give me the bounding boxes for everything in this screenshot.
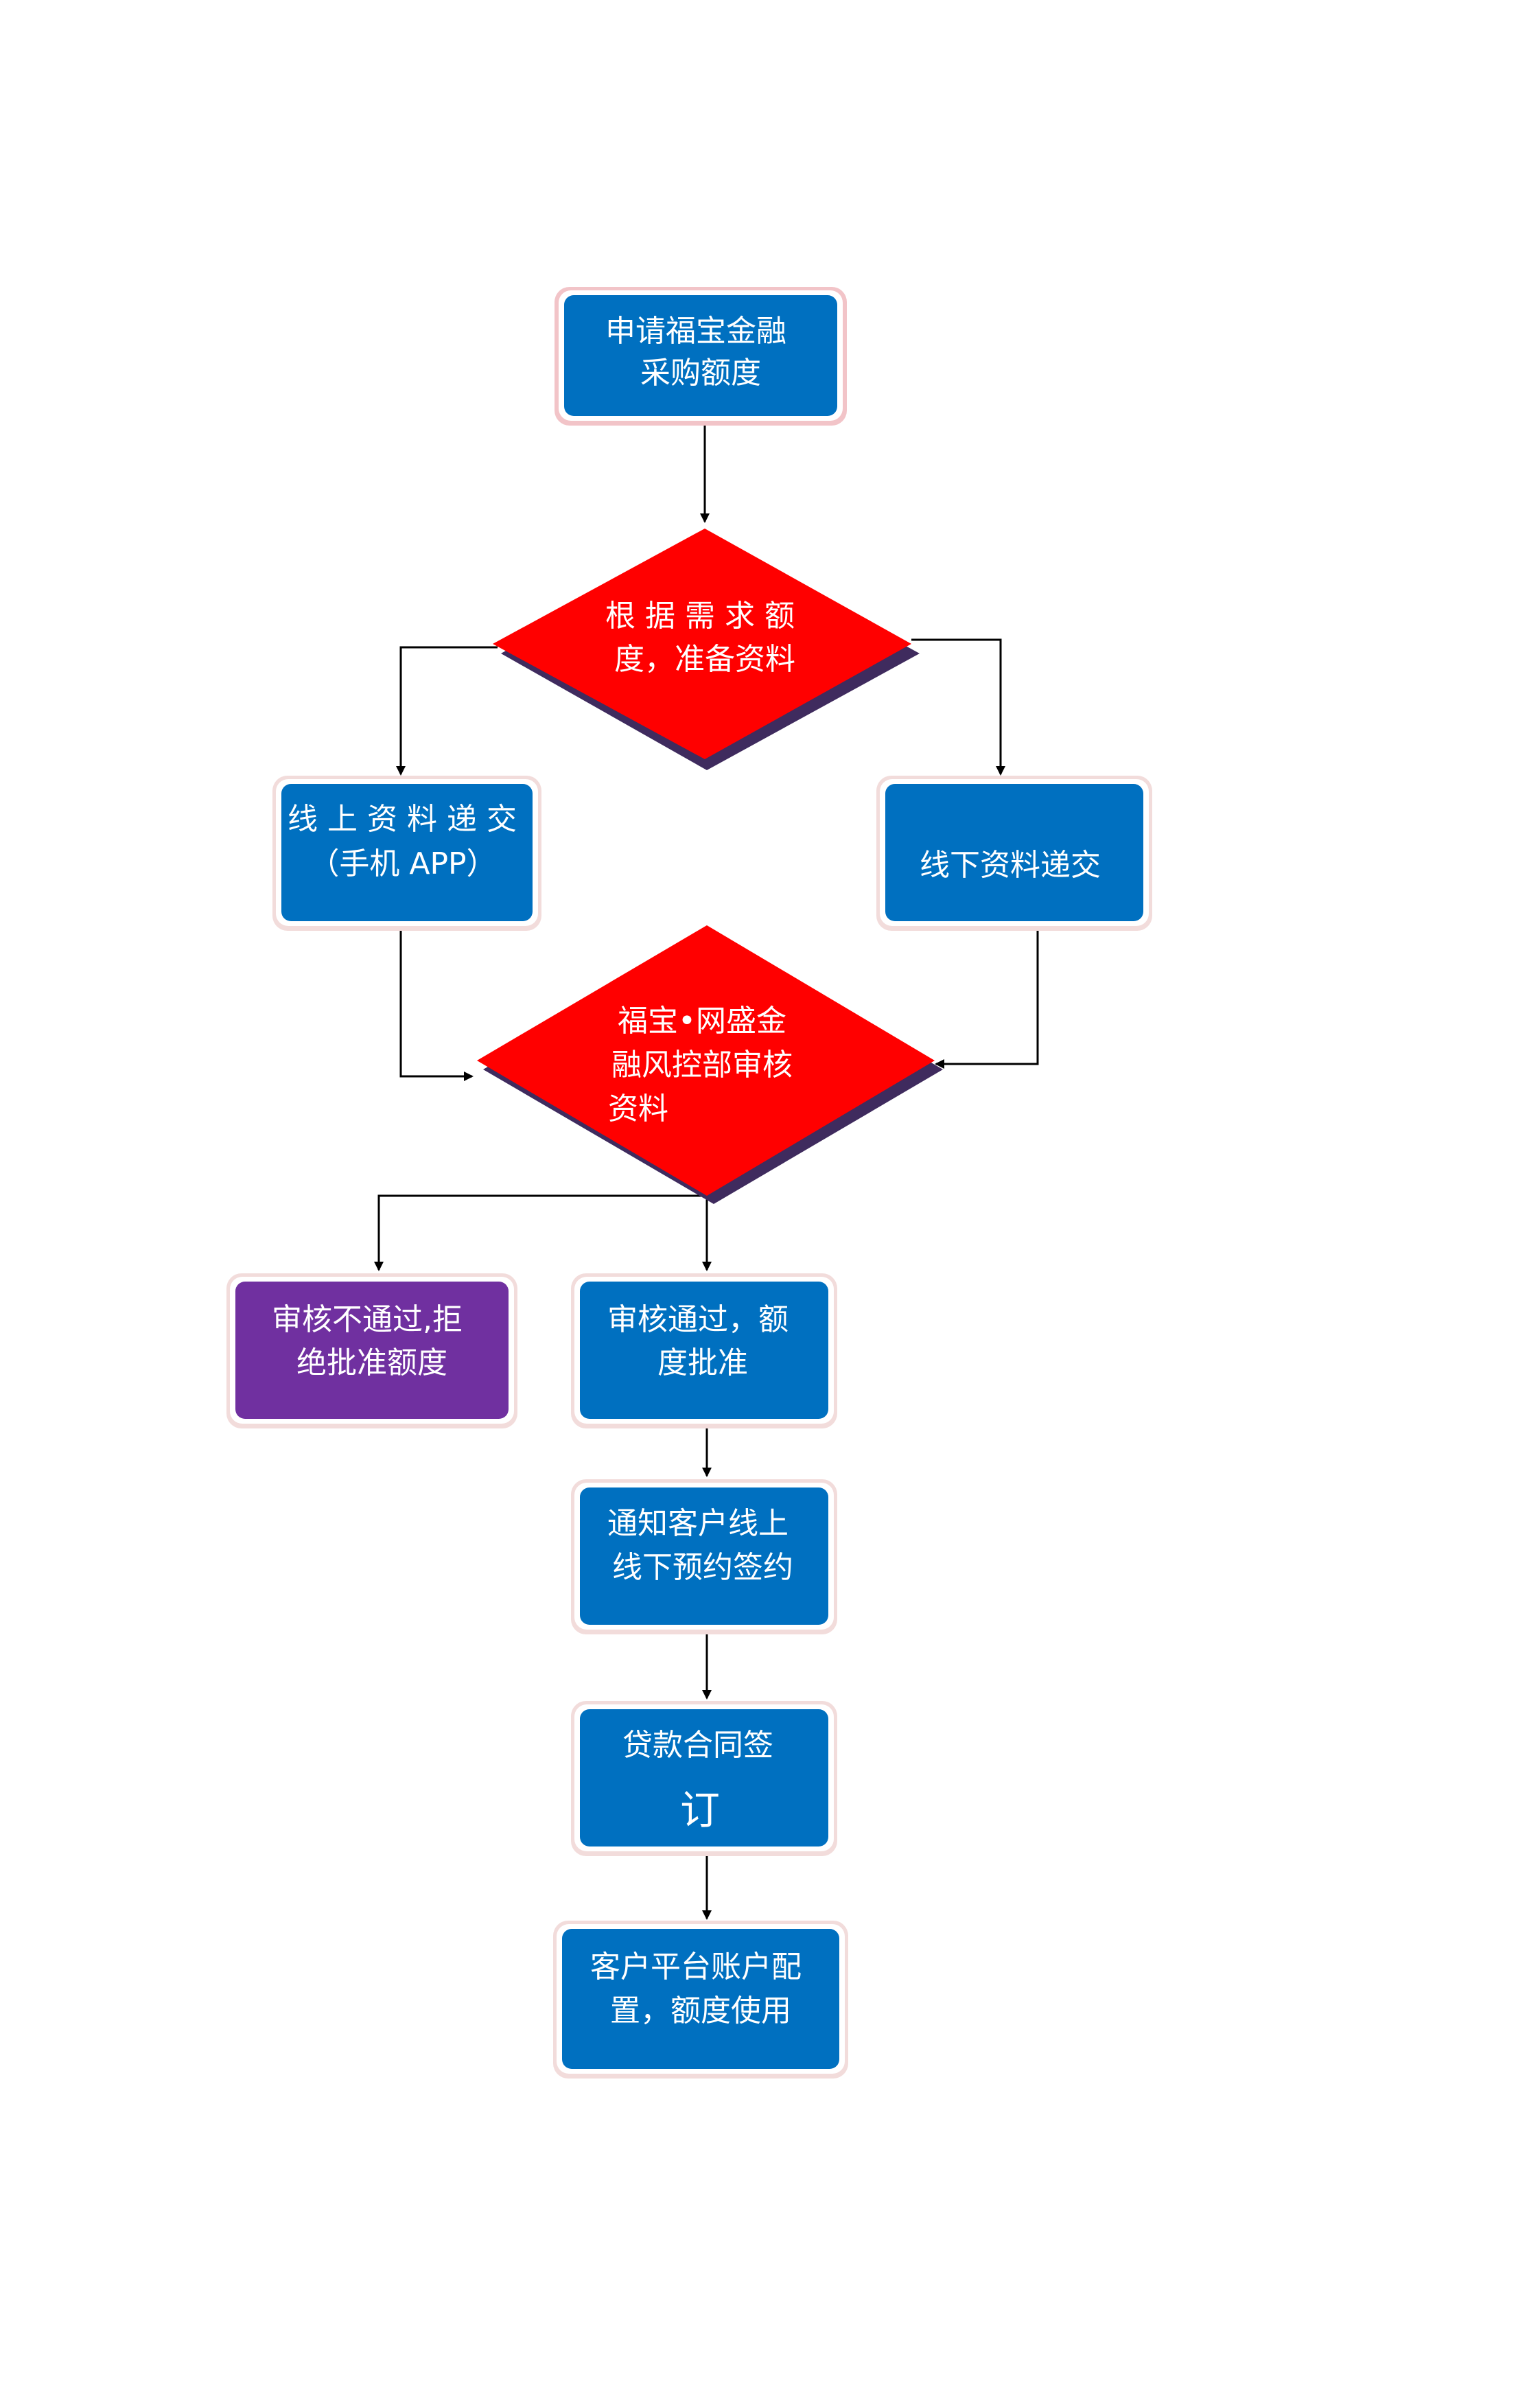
config-text: 客户平台账户配 置，额度使用 — [590, 1949, 811, 2028]
apply-text: 申请福宝金融 采购额度 — [605, 314, 796, 391]
node-reject: 审核不通过,拒 绝批准额度 — [226, 1273, 517, 1428]
node-prepare: 根 据 需 求 额 度，准备资料 — [493, 529, 920, 770]
online-text: 线 上 资 料 递 交 （手机 APP） — [288, 802, 526, 881]
node-contract: 贷款合同签 订 — [571, 1701, 837, 1856]
node-config: 客户平台账户配 置，额度使用 — [553, 1921, 848, 2079]
connectors — [374, 424, 1039, 1920]
arrow-prepare-to-online — [396, 646, 498, 776]
prepare-text: 根 据 需 求 额 度，准备资料 — [605, 599, 804, 677]
approve-text: 审核通过，额 度批准 — [607, 1302, 798, 1380]
arrow-prepare-to-offline — [911, 638, 1005, 776]
offline-text: 线下资料递交 — [920, 848, 1101, 883]
node-review: 福宝•网盛金 融风控部审核 资料 — [477, 925, 943, 1204]
arrow-online-to-review — [399, 923, 474, 1081]
arrow-review-to-reject — [374, 1194, 707, 1271]
reject-text: 审核不通过,拒 绝批准额度 — [272, 1302, 472, 1380]
node-apply: 申请福宝金融 采购额度 — [555, 287, 847, 426]
review-text: 福宝•网盛金 融风控部审核 资料 — [608, 1004, 802, 1126]
node-online: 线 上 资 料 递 交 （手机 APP） — [272, 776, 541, 931]
contract-text: 贷款合同签 订 — [622, 1728, 783, 1833]
notify-text: 通知客户线上 线下预约签约 — [607, 1506, 798, 1585]
node-approve: 审核通过，额 度批准 — [571, 1273, 837, 1428]
node-offline: 线下资料递交 — [876, 776, 1152, 931]
node-notify: 通知客户线上 线下预约签约 — [571, 1479, 837, 1634]
arrow-offline-to-review — [935, 923, 1039, 1069]
